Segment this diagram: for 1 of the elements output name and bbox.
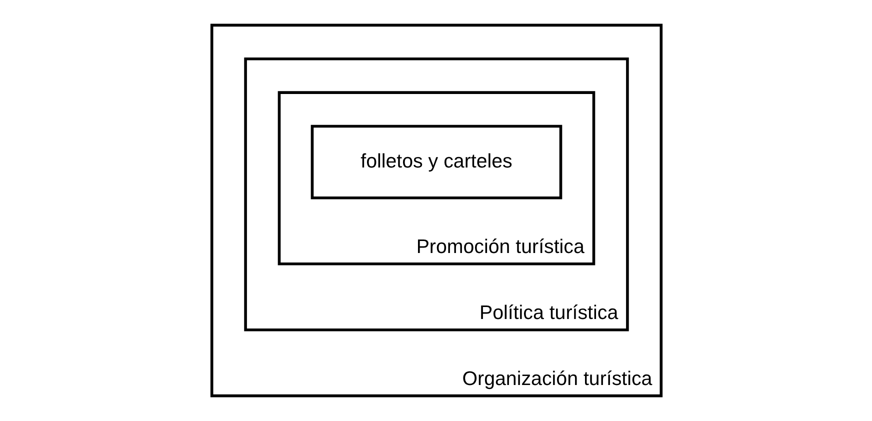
node-box: folletos y carteles [310, 124, 562, 200]
